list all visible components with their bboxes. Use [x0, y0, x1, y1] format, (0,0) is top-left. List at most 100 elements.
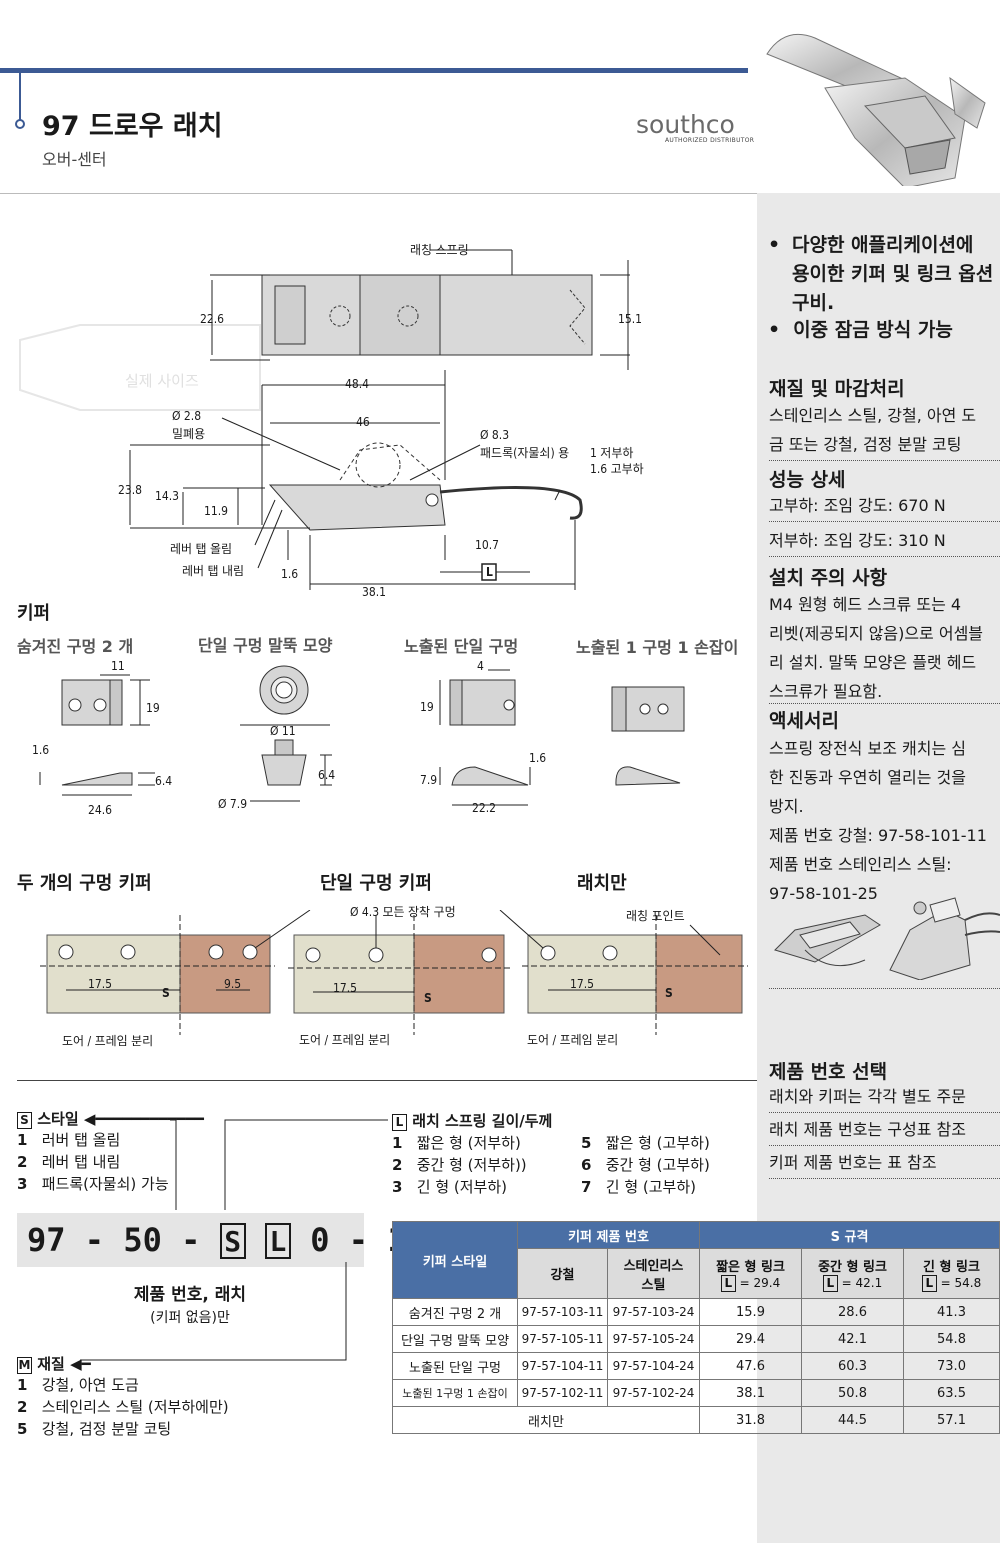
install-line: 스크류가 필요함.: [769, 682, 883, 701]
page-title: 97 드로우 래치: [42, 111, 223, 142]
latch-only-heading: 래치만: [577, 873, 627, 894]
latch-technical-drawing: [19, 249, 630, 590]
style-num: 1: [17, 1131, 28, 1149]
separation-label-3: 도어 / 프레임 분리: [527, 1033, 619, 1047]
two-hole-S: S: [162, 986, 170, 1000]
divider: [769, 703, 1000, 704]
code-dash: -: [84, 1221, 105, 1259]
cell-style: 단일 구멍 말뚝 모양: [392, 1325, 518, 1353]
code-prefix: 97: [27, 1221, 66, 1259]
material-line: 스테인리스 스틸, 강철, 아연 도: [769, 406, 977, 425]
style-opt: 패드록(자물쇠) 가능: [41, 1175, 169, 1193]
header-accent-dot: [15, 119, 25, 129]
style-title: 스타일: [37, 1110, 79, 1128]
code-spring-slot: L: [264, 1223, 291, 1259]
dim-L: L: [486, 565, 493, 579]
spring-opt: 긴 형 (저부하): [416, 1178, 507, 1196]
cell-long: 54.8: [903, 1325, 1000, 1353]
keeper-drawings: [39, 665, 685, 806]
th-mid-L: = 42.1: [841, 1275, 883, 1290]
feature-line: 용이한 키퍼 및 링크 옵션: [792, 263, 994, 285]
dim-48-4: 48.4: [345, 377, 370, 391]
material-connector-line: [80, 1262, 347, 1361]
feature-line: 구비.: [792, 292, 835, 314]
style-num: 2: [17, 1153, 28, 1171]
header-rule: [0, 68, 748, 73]
cell-long: 41.3: [903, 1298, 1000, 1326]
k3-w4: 4: [477, 659, 484, 673]
code-series: 50: [123, 1221, 162, 1259]
performance-low: 저부하: 조임 강도: 310 N: [769, 531, 946, 550]
spring-opt: 긴 형 (고부하): [605, 1178, 696, 1196]
install-line: 리벳(제공되지 않음)으로 어셈블: [769, 624, 984, 643]
performance-heading: 성능 상세: [769, 469, 846, 491]
k2-h6-4: 6.4: [318, 768, 336, 782]
divider: [769, 556, 1000, 557]
table-row: 래치만 31.8 44.5 57.1: [392, 1406, 1000, 1434]
code-label: 제품 번호, 래치: [133, 1285, 247, 1305]
header-accent-line: [19, 73, 21, 121]
cell-short: 31.8: [699, 1406, 802, 1434]
cell-ss: 97-57-102-24: [607, 1379, 700, 1407]
th-steel: 강철: [517, 1248, 608, 1299]
padlock-label: 패드록(자물쇠) 용: [480, 446, 570, 460]
th-keeper-style: 키퍼 스타일: [392, 1221, 518, 1299]
spring-option-group: L 래치 스프링 길이/두께 1 짧은 형 (저부하) 2 중간 형 (저부하)…: [392, 1112, 710, 1196]
k1-w11: 11: [111, 659, 125, 673]
high-load: 1.6 고부하: [590, 462, 644, 476]
cell-style: 노출된 단일 구멍: [392, 1352, 518, 1380]
th-stainless-2: 스틸: [641, 1277, 666, 1293]
material-title: 재질: [37, 1355, 65, 1373]
accessory-part-ss-label: 제품 번호 스테인리스 스틸:: [769, 855, 952, 874]
select-line: 래치 제품 번호는 구성표 참조: [769, 1120, 966, 1139]
feature-line: 다양한 애플리케이션에: [792, 234, 974, 256]
single-hole-heading: 단일 구멍 키퍼: [320, 873, 432, 894]
k1-h19: 19: [146, 701, 160, 715]
config-connector-lines: [170, 1119, 388, 1210]
divider: [769, 988, 1000, 989]
code-dash: -: [181, 1221, 201, 1259]
actual-size-watermark: 실제 사이즈: [125, 372, 199, 390]
th-stainless-1: 스테인리스: [623, 1258, 684, 1274]
material-opt: 스테인리스 스틸 (저부하에만): [41, 1398, 229, 1416]
low-load: 1 저부하: [590, 446, 634, 460]
material-heading: 재질 및 마감처리: [769, 378, 905, 400]
divider: [769, 1178, 1000, 1179]
divider: [769, 1145, 1000, 1146]
logo-subtitle: AUTHORIZED DISTRIBUTOR: [665, 137, 755, 144]
select-line: 래치와 키퍼는 각각 별도 주문: [769, 1087, 966, 1106]
table-row: 노출된 단일 구멍 97-57-104-11 97-57-104-24 47.6…: [392, 1352, 1000, 1380]
keeper-type-3: 노출된 단일 구멍: [404, 637, 519, 656]
cell-mid: 60.3: [801, 1352, 904, 1380]
spring-num: 5: [581, 1134, 592, 1152]
keeper-type-4: 노출된 1 구멍 1 손잡이: [576, 638, 739, 657]
th-short-label: 짧은 형 링크: [716, 1259, 785, 1275]
spring-opt: 짧은 형 (저부하): [416, 1134, 521, 1152]
header-separator: [0, 193, 1000, 194]
two-hole-9-5: 9.5: [224, 977, 242, 991]
cell-long: 73.0: [903, 1352, 1000, 1380]
table-row: 노출된 1구멍 1 손잡이 97-57-102-11 97-57-102-24 …: [392, 1379, 1000, 1407]
style-opt: 러버 탭 올림: [41, 1131, 121, 1149]
cell-steel: 97-57-103-11: [517, 1298, 608, 1326]
k1-w24-6: 24.6: [88, 803, 113, 817]
dim-1-6: 1.6: [281, 567, 299, 581]
config-divider: [17, 1080, 757, 1081]
th-long-label: 긴 형 링크: [923, 1259, 980, 1275]
accessory-heading: 액세서리: [769, 710, 839, 732]
cell-mid: 50.8: [801, 1379, 904, 1407]
spring-title: 래치 스프링 길이/두께: [412, 1112, 553, 1130]
cell-style: 숨겨진 구멍 2 개: [392, 1298, 518, 1326]
install-line: 리 설치. 말뚝 모양은 플랫 헤드: [769, 653, 977, 672]
material-num: 2: [17, 1398, 28, 1416]
latch-only-S: S: [665, 986, 673, 1000]
code-sublabel: (키퍼 없음)만: [150, 1310, 230, 1326]
th-long-L: = 54.8: [940, 1275, 982, 1290]
cell-mid: 42.1: [801, 1325, 904, 1353]
dim-23-8: 23.8: [118, 483, 143, 497]
two-hole-17-5: 17.5: [88, 977, 113, 991]
single-hole-S: S: [424, 991, 432, 1005]
accessory-part-ss: 97-58-101-25: [769, 884, 878, 903]
